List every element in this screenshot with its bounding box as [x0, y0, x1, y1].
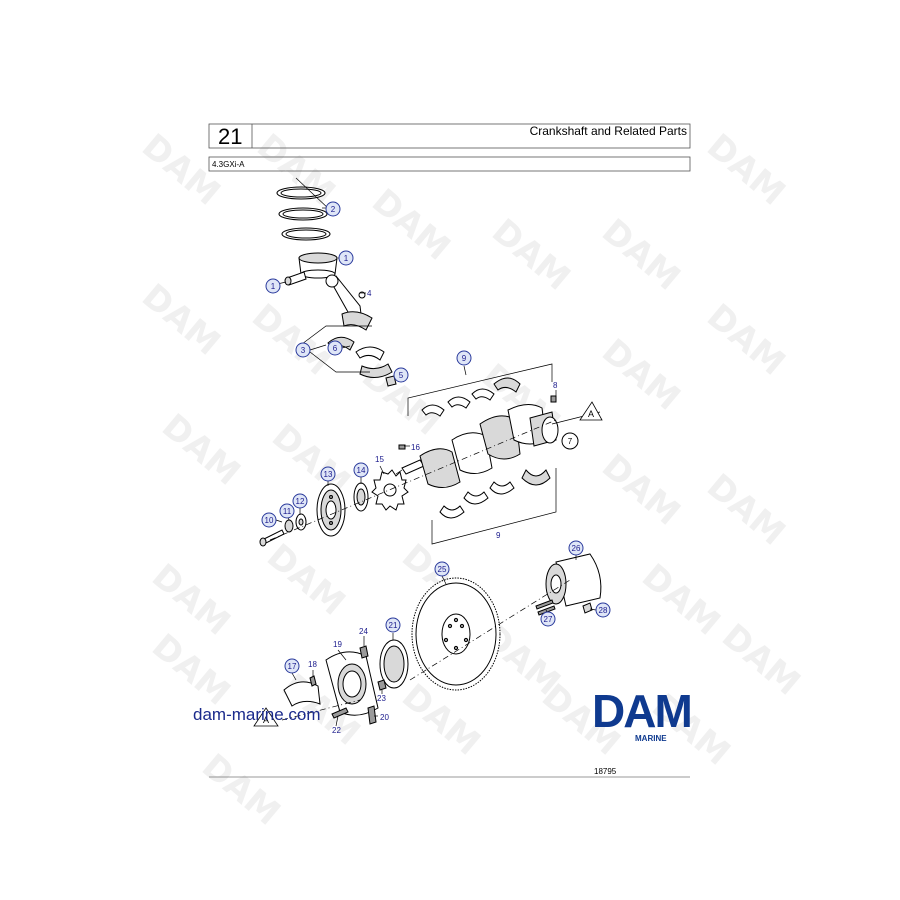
- callout-24: 24: [359, 627, 368, 636]
- callout-8: 8: [553, 381, 558, 390]
- brand-logo-subtitle: MARINE: [635, 734, 667, 743]
- callout-23: 23: [377, 694, 386, 703]
- brand-logo: DAM: [592, 685, 691, 737]
- main-bearings-upper: [407, 363, 553, 417]
- watermark: DAM: [634, 556, 727, 643]
- header-frame: [208, 123, 691, 149]
- callout-21: 21: [389, 621, 398, 630]
- reference-mark-upper: A: [579, 401, 603, 421]
- watermark: DAM: [264, 416, 357, 503]
- oil-seal-14: [353, 482, 369, 512]
- studs-27: [535, 599, 556, 616]
- watermark: DAM: [144, 556, 237, 643]
- callout-20: 20: [380, 713, 389, 722]
- dowel-pin: [550, 395, 557, 403]
- page-title: Crankshaft and Related Parts: [530, 124, 687, 138]
- svg-text:A: A: [588, 409, 594, 419]
- callouts: 1 1 2 3 4 5 6 7 8 9 9 10 11 12 13 14 15 …: [261, 201, 611, 735]
- callout-17: 17: [288, 662, 297, 671]
- watermark: DAM: [594, 446, 687, 533]
- reference-mark-lower: A: [253, 707, 279, 727]
- page-number: 21: [218, 124, 242, 149]
- callout-25: 25: [438, 565, 447, 574]
- main-bearings-lower: [431, 468, 557, 545]
- watermark: DAM: [699, 126, 792, 213]
- model-label: 4.3GXi-A: [212, 160, 245, 169]
- nut-28: [582, 602, 593, 614]
- watermark: DAM: [364, 181, 457, 268]
- callout-9: 9: [462, 354, 467, 363]
- oil-pan-seal-17: [283, 681, 321, 707]
- callout-9: 9: [496, 531, 501, 540]
- callout-27: 27: [544, 615, 553, 624]
- key-16: [398, 444, 406, 450]
- callout-16: 16: [411, 443, 420, 452]
- washer-12: [295, 513, 307, 531]
- footer: dam-marine.com DAM MARINE 18795: [193, 685, 693, 778]
- callout-15: 15: [375, 455, 384, 464]
- rear-seal-21: [379, 639, 409, 689]
- callout-5: 5: [399, 371, 404, 380]
- header: 21 Crankshaft and Related Parts 4.3GXi-A: [208, 123, 691, 172]
- watermark: DAM: [244, 296, 337, 383]
- callout-14: 14: [357, 466, 366, 475]
- coupler-hub-26: [545, 553, 602, 607]
- model-frame: [208, 156, 691, 172]
- rear-seal-housing: [325, 651, 379, 716]
- callout-4: 4: [367, 289, 372, 298]
- callout-28: 28: [599, 606, 608, 615]
- watermark: DAM: [259, 536, 352, 623]
- callout-3: 3: [301, 346, 306, 355]
- crankshaft: [395, 404, 601, 488]
- watermark: DAM: [699, 466, 792, 553]
- callout-12: 12: [296, 497, 305, 506]
- svg-text:A: A: [263, 715, 269, 725]
- callout-13: 13: [324, 470, 333, 479]
- figure-number: 18795: [594, 767, 617, 776]
- watermark: DAM: [484, 211, 577, 298]
- callout-19: 19: [333, 640, 342, 649]
- fasteners-lower: [309, 645, 387, 725]
- watermark: DAM: [134, 276, 227, 363]
- callout-6: 6: [333, 344, 338, 353]
- callout-1: 1: [271, 282, 276, 291]
- watermark: DAM: [594, 211, 687, 298]
- watermark: DAM: [134, 126, 227, 213]
- piston-pin: [284, 271, 307, 286]
- harmonic-balancer: [316, 483, 346, 537]
- watermark: DAM: [154, 406, 247, 493]
- website-link[interactable]: dam-marine.com: [193, 705, 321, 724]
- watermark: DAM: [144, 626, 237, 713]
- washer-11: [284, 519, 294, 533]
- connecting-rod: [325, 274, 373, 331]
- piston-rings: [276, 177, 331, 241]
- rod-nut: [385, 375, 397, 387]
- watermark: DAM: [194, 746, 287, 833]
- flywheel: [411, 577, 501, 691]
- watermark: DAM: [699, 296, 792, 383]
- watermark-layer: DAM DAM DAM DAM DAM DAM DAM DAM DAM DAM …: [134, 126, 807, 833]
- callout-18: 18: [308, 660, 317, 669]
- callout-7: 7: [568, 437, 573, 446]
- center-lines: [269, 419, 571, 721]
- callout-26: 26: [572, 544, 581, 553]
- watermark: DAM: [394, 676, 487, 763]
- callout-11: 11: [283, 507, 292, 516]
- callout-2: 2: [331, 205, 336, 214]
- crank-sprocket: [371, 469, 409, 511]
- watermark: DAM: [594, 331, 687, 418]
- callout-10: 10: [265, 516, 274, 525]
- callout-22: 22: [332, 726, 341, 735]
- watermark: DAM: [714, 616, 807, 703]
- callout-1: 1: [344, 254, 349, 263]
- watermark: DAM: [249, 126, 342, 213]
